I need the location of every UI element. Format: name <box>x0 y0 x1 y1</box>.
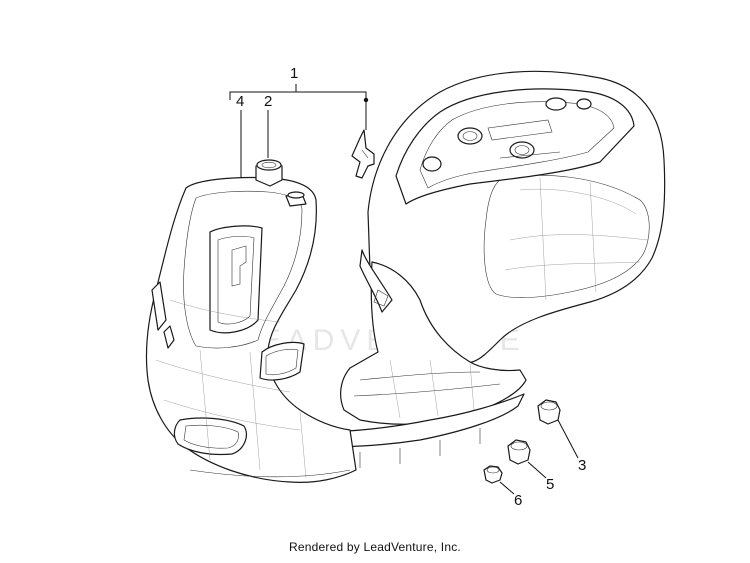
callout-2: 2 <box>264 93 272 110</box>
part-3-nut[interactable] <box>537 399 561 425</box>
callout-4: 4 <box>236 93 244 110</box>
callout-6: 6 <box>514 492 522 509</box>
callouts: 1 4 2 3 5 6 <box>236 65 586 509</box>
callout-3: 3 <box>578 457 586 474</box>
body-frame[interactable] <box>309 70 666 470</box>
leader-lines <box>229 84 579 495</box>
callout-1: 1 <box>290 65 298 82</box>
front-shield[interactable] <box>145 176 357 483</box>
footer-credit: Rendered by LeadVenture, Inc. <box>289 540 461 554</box>
part-bracket[interactable] <box>351 129 375 179</box>
part-6-nut[interactable] <box>483 465 503 484</box>
part-5-nut[interactable] <box>507 439 531 465</box>
part-2-grommet[interactable] <box>255 159 283 187</box>
callout-5: 5 <box>546 476 554 493</box>
part-clip[interactable] <box>285 191 307 207</box>
